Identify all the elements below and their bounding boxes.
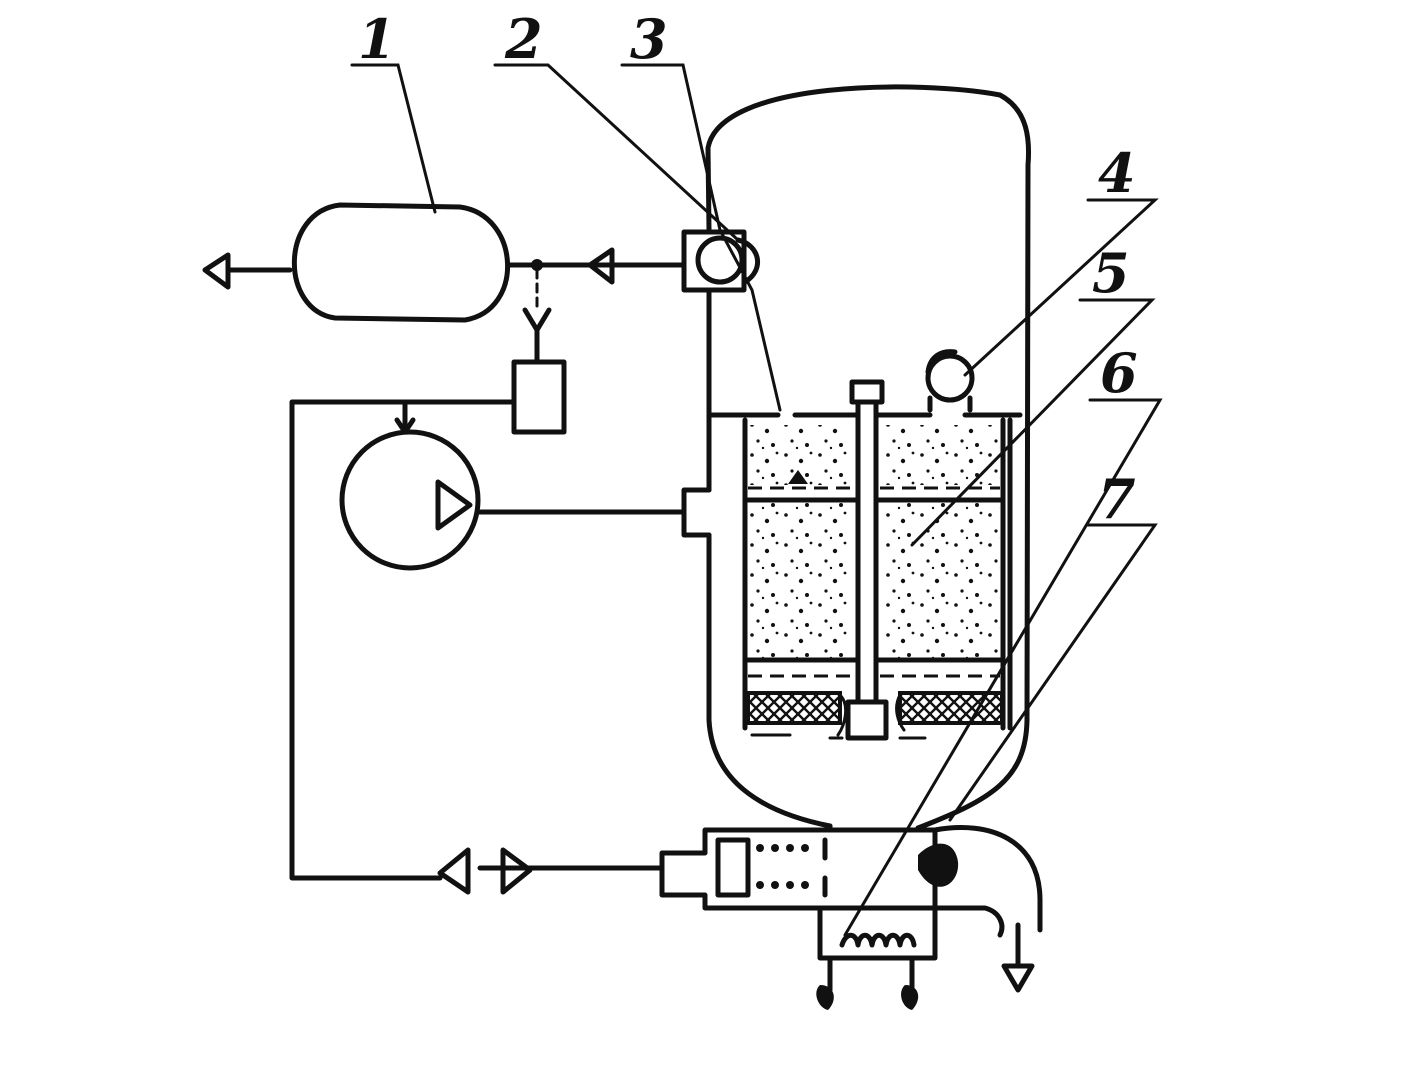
sight-gauge-icon <box>925 353 975 403</box>
vessel-shell <box>705 84 1032 831</box>
label-4: 4 <box>1098 141 1136 205</box>
label-6: 6 <box>1100 341 1138 405</box>
seal-cone <box>918 843 959 887</box>
outlet-arrow-left-icon <box>202 252 231 290</box>
filter-mesh-right <box>898 691 1004 725</box>
label-3: 3 <box>630 7 668 71</box>
leader-lines <box>350 63 1163 937</box>
check-valve-right-icon <box>500 847 533 895</box>
center-rod-nut <box>845 699 889 741</box>
drain-arrow-icon <box>1001 963 1035 993</box>
check-valve-left-icon <box>437 847 471 895</box>
filter-bed-left <box>748 503 852 658</box>
callout-labels: 1 2 3 4 5 6 7 <box>358 7 1138 531</box>
center-bolt-head <box>849 379 885 405</box>
receiver-tank <box>291 202 511 323</box>
label-1: 1 <box>358 7 396 71</box>
controller-box <box>511 359 567 435</box>
filter-bed-right <box>882 503 1000 658</box>
bottom-housing <box>659 827 938 911</box>
label-2: 2 <box>504 7 543 71</box>
terminal-right-icon <box>901 985 919 1010</box>
center-rod <box>855 399 879 705</box>
pump-icon <box>339 429 481 571</box>
label-5: 5 <box>1092 241 1130 305</box>
bottom-assembly <box>437 823 1043 1010</box>
filter-mesh-left <box>746 691 842 725</box>
side-nozzle <box>472 487 712 538</box>
filter-basket <box>742 379 1013 741</box>
pump <box>339 429 481 571</box>
terminal-left-icon <box>816 985 834 1010</box>
check-valve-top-icon <box>587 247 615 285</box>
receiver-assembly <box>202 202 687 881</box>
sight-gauge <box>925 349 975 413</box>
label-7: 7 <box>1098 467 1136 531</box>
top-liquid-zone-right <box>882 425 1000 485</box>
